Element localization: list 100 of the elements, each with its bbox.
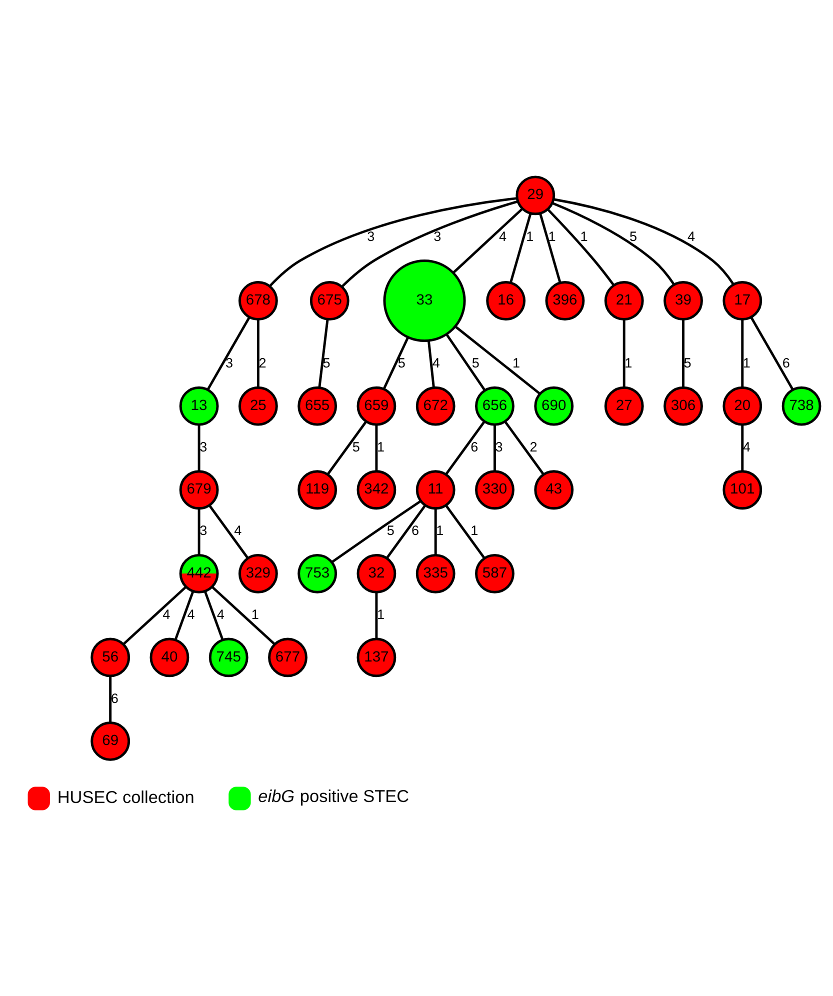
edge-label: 1 <box>580 228 588 244</box>
connector <box>109 676 112 722</box>
node-circle: 101 <box>722 470 762 510</box>
edge-label: 6 <box>110 690 118 706</box>
edge-label: 5 <box>630 228 638 244</box>
connector <box>750 316 794 390</box>
node-circle: 32 <box>356 553 396 593</box>
connector <box>445 420 486 474</box>
node-circle: 43 <box>534 470 574 510</box>
edge-label: 1 <box>526 228 534 244</box>
connector <box>375 424 378 471</box>
node-circle: 33 <box>383 258 466 342</box>
connector <box>198 508 200 554</box>
edge-label: 5 <box>684 355 692 370</box>
node-circle: 17 <box>722 280 762 320</box>
edge-label: 5 <box>398 355 406 370</box>
connector <box>452 207 524 274</box>
node-circle: 16 <box>486 280 526 320</box>
edge-label: 4 <box>234 522 242 538</box>
connector <box>206 316 251 390</box>
connector <box>554 198 735 285</box>
edge-label: 5 <box>472 355 480 370</box>
node-circle: 13 <box>179 386 219 426</box>
node-circle: 656 <box>475 386 514 426</box>
edge-label: 4 <box>687 228 696 244</box>
edge-label: 4 <box>216 606 224 622</box>
edge-label: 4 <box>742 438 750 454</box>
node-circle: 655 <box>298 386 338 426</box>
connector <box>741 318 744 387</box>
edge-label: 1 <box>624 355 632 370</box>
connector <box>382 336 410 389</box>
node-circle: 335 <box>416 553 456 593</box>
connector <box>268 196 518 286</box>
edge-label: 2 <box>258 355 266 370</box>
node-circle: 20 <box>722 386 762 426</box>
edge-label: 6 <box>782 355 790 370</box>
node-circle: 738 <box>782 386 822 426</box>
node-circle: 342 <box>356 470 396 510</box>
node-circle: 677 <box>268 637 308 677</box>
node-circle: 587 <box>475 553 514 593</box>
edge-label: 1 <box>470 522 478 538</box>
edge-label: 3 <box>434 228 442 244</box>
node-circle: 442 <box>179 553 219 593</box>
node-circle: 745 <box>208 637 248 677</box>
edge-label: 5 <box>322 355 330 370</box>
legend-label: eibG positive STEC <box>258 785 410 806</box>
connector <box>741 424 744 471</box>
edge-label: 3 <box>200 522 208 538</box>
edge-label: 3 <box>225 355 233 370</box>
node-circle: 27 <box>604 386 644 426</box>
node-circle: 69 <box>90 721 130 760</box>
connector <box>454 325 541 394</box>
connector <box>386 504 426 558</box>
node-circle: 679 <box>179 470 219 510</box>
connector <box>122 585 187 645</box>
edge-label: 1 <box>512 355 520 370</box>
connector <box>204 590 224 640</box>
edge-label: 5 <box>352 438 360 454</box>
legend-label: HUSEC collection <box>57 786 194 807</box>
edge-label: 4 <box>498 228 507 244</box>
edge-label: 1 <box>376 606 385 622</box>
edge-label: 5 <box>386 522 394 538</box>
edge-label: 3 <box>367 228 375 244</box>
connector <box>256 318 260 387</box>
edge-label: 1 <box>742 355 750 370</box>
edge-label: 1 <box>548 228 556 244</box>
connector <box>547 208 615 286</box>
connector <box>446 333 486 390</box>
edge-label: 2 <box>530 438 538 454</box>
edge-label: 4 <box>162 606 170 622</box>
edge-label: 6 <box>411 522 420 538</box>
node-circle: 306 <box>664 386 703 426</box>
connector <box>427 340 435 387</box>
node-circle: 675 <box>310 280 350 320</box>
node-circle: 21 <box>604 280 644 320</box>
node-circle: 690 <box>534 386 574 426</box>
connector <box>494 424 496 471</box>
edge-label: 4 <box>432 355 440 370</box>
connector <box>208 504 249 558</box>
node-circle: 659 <box>356 386 396 426</box>
node-circle: 25 <box>238 386 278 426</box>
node-circle: 137 <box>356 637 396 677</box>
node-circle: 396 <box>545 280 585 320</box>
node-circle: 39 <box>664 280 703 320</box>
connector <box>341 200 518 288</box>
node-circle: 672 <box>416 386 456 426</box>
edge-label: 1 <box>251 606 259 622</box>
node-circle: 119 <box>298 470 338 510</box>
connector <box>375 592 378 638</box>
node-circle: 329 <box>238 553 278 593</box>
connector <box>509 212 532 283</box>
edge-label: 4 <box>187 606 195 622</box>
connector <box>434 508 437 554</box>
connector <box>198 424 200 471</box>
connector <box>444 504 486 558</box>
connector <box>552 202 676 285</box>
node-circle: 11 <box>416 470 456 510</box>
connector <box>539 212 562 283</box>
connector <box>318 318 329 388</box>
node-circle: 753 <box>298 553 338 593</box>
